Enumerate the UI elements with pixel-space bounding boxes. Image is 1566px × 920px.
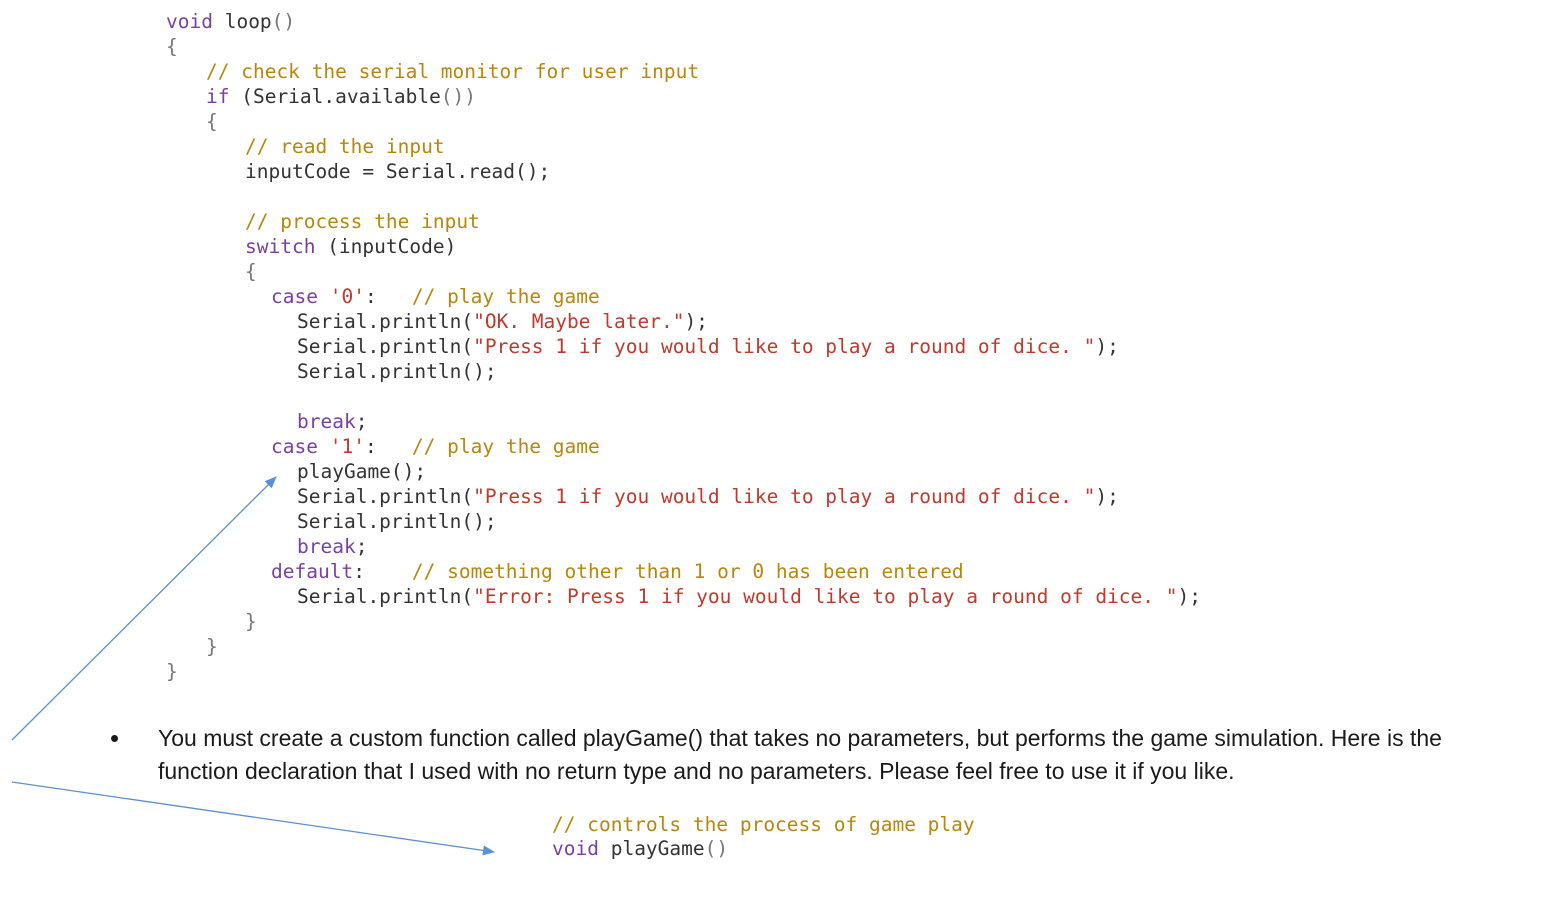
code-token: '1' bbox=[329, 435, 365, 458]
code-token: "Press 1 if you would like to play a rou… bbox=[473, 335, 1096, 358]
code-token: } bbox=[245, 610, 257, 633]
bullet-icon: • bbox=[110, 723, 120, 753]
declaration-comment: // controls the process of game play bbox=[552, 813, 975, 837]
code-line: // check the serial monitor for user inp… bbox=[206, 60, 699, 84]
code-token: "Error: Press 1 if you would like to pla… bbox=[473, 585, 1178, 608]
arrow-to-declaration bbox=[11, 781, 495, 856]
code-token: void bbox=[166, 10, 213, 33]
code-token: inputCode = Serial.read(); bbox=[245, 160, 551, 183]
code-token: default bbox=[271, 560, 354, 583]
code-token: // something other than 1 or 0 has been … bbox=[411, 560, 964, 583]
code-token: case bbox=[271, 285, 318, 308]
comment-text: // controls the process of game play bbox=[552, 813, 975, 836]
code-line: if (Serial.available()) bbox=[206, 85, 476, 109]
code-token: // check the serial monitor for user inp… bbox=[206, 60, 700, 83]
code-line: case '1': // play the game bbox=[271, 435, 600, 459]
code-line: case '0': // play the game bbox=[271, 285, 600, 309]
code-line: Serial.println("OK. Maybe later."); bbox=[297, 310, 708, 334]
code-line: { bbox=[245, 260, 257, 284]
code-token: Serial.println( bbox=[297, 485, 474, 508]
code-token: { bbox=[245, 260, 257, 283]
keyword-text: void bbox=[552, 837, 599, 860]
code-token: loop bbox=[212, 10, 272, 33]
code-line: Serial.println(); bbox=[297, 510, 497, 534]
code-line: break; bbox=[297, 535, 367, 559]
code-token: } bbox=[166, 660, 178, 683]
code-token: // read the input bbox=[245, 135, 445, 158]
code-token: Serial.println( bbox=[297, 335, 474, 358]
code-token: ); bbox=[1177, 585, 1201, 608]
code-token: Serial.println(); bbox=[297, 510, 497, 533]
declaration-signature: void playGame() bbox=[552, 837, 728, 861]
code-token: break bbox=[297, 535, 356, 558]
code-line: inputCode = Serial.read(); bbox=[245, 160, 550, 184]
code-token: case bbox=[271, 435, 318, 458]
code-token: '0' bbox=[329, 285, 365, 308]
code-token: playGame(); bbox=[297, 460, 427, 483]
function-name-text: playGame bbox=[598, 837, 705, 860]
code-token: // process the input bbox=[245, 210, 480, 233]
code-line: { bbox=[206, 110, 218, 134]
code-token: if bbox=[206, 85, 230, 108]
code-token: (Serial.available bbox=[229, 85, 441, 108]
code-token: ); bbox=[1095, 485, 1119, 508]
code-line: // read the input bbox=[245, 135, 445, 159]
code-token: Serial.println(); bbox=[297, 360, 497, 383]
code-token: : bbox=[364, 285, 412, 308]
code-token: ; bbox=[355, 535, 368, 558]
arrow-to-playgame-call bbox=[11, 476, 277, 741]
code-token: ); bbox=[1095, 335, 1119, 358]
code-line: { bbox=[166, 35, 178, 59]
code-line: // process the input bbox=[245, 210, 480, 234]
code-token: Serial.println( bbox=[297, 310, 474, 333]
code-token: { bbox=[206, 110, 218, 133]
code-token: // play the game bbox=[411, 435, 600, 458]
instruction-text: You must create a custom function called… bbox=[158, 725, 1442, 784]
code-line: playGame(); bbox=[297, 460, 426, 484]
code-token: } bbox=[206, 635, 218, 658]
code-line: switch (inputCode) bbox=[245, 235, 456, 259]
code-token: ; bbox=[355, 410, 368, 433]
code-token: "Press 1 if you would like to play a rou… bbox=[473, 485, 1096, 508]
code-line: void loop() bbox=[166, 10, 295, 34]
code-token: (inputCode) bbox=[315, 235, 457, 258]
code-token: ); bbox=[684, 310, 708, 333]
parens-text: () bbox=[704, 837, 729, 860]
code-token: switch bbox=[245, 235, 316, 258]
code-token: Serial.println( bbox=[297, 585, 474, 608]
code-token: // play the game bbox=[411, 285, 600, 308]
code-token: break bbox=[297, 410, 356, 433]
code-token: : bbox=[364, 435, 412, 458]
code-token: : bbox=[353, 560, 412, 583]
code-token: "OK. Maybe later." bbox=[473, 310, 685, 333]
code-line: Serial.println("Press 1 if you would lik… bbox=[297, 335, 1119, 359]
code-line: Serial.println(); bbox=[297, 360, 497, 384]
code-line: } bbox=[245, 610, 257, 634]
code-line: } bbox=[206, 635, 218, 659]
code-token: () bbox=[271, 10, 296, 33]
code-token: { bbox=[166, 35, 178, 58]
code-line: default: // something other than 1 or 0 … bbox=[271, 560, 964, 584]
code-token: ()) bbox=[440, 85, 477, 108]
code-line: } bbox=[166, 660, 178, 684]
code-line: Serial.println("Error: Press 1 if you wo… bbox=[297, 585, 1201, 609]
code-line: break; bbox=[297, 410, 367, 434]
code-line: Serial.println("Press 1 if you would lik… bbox=[297, 485, 1119, 509]
